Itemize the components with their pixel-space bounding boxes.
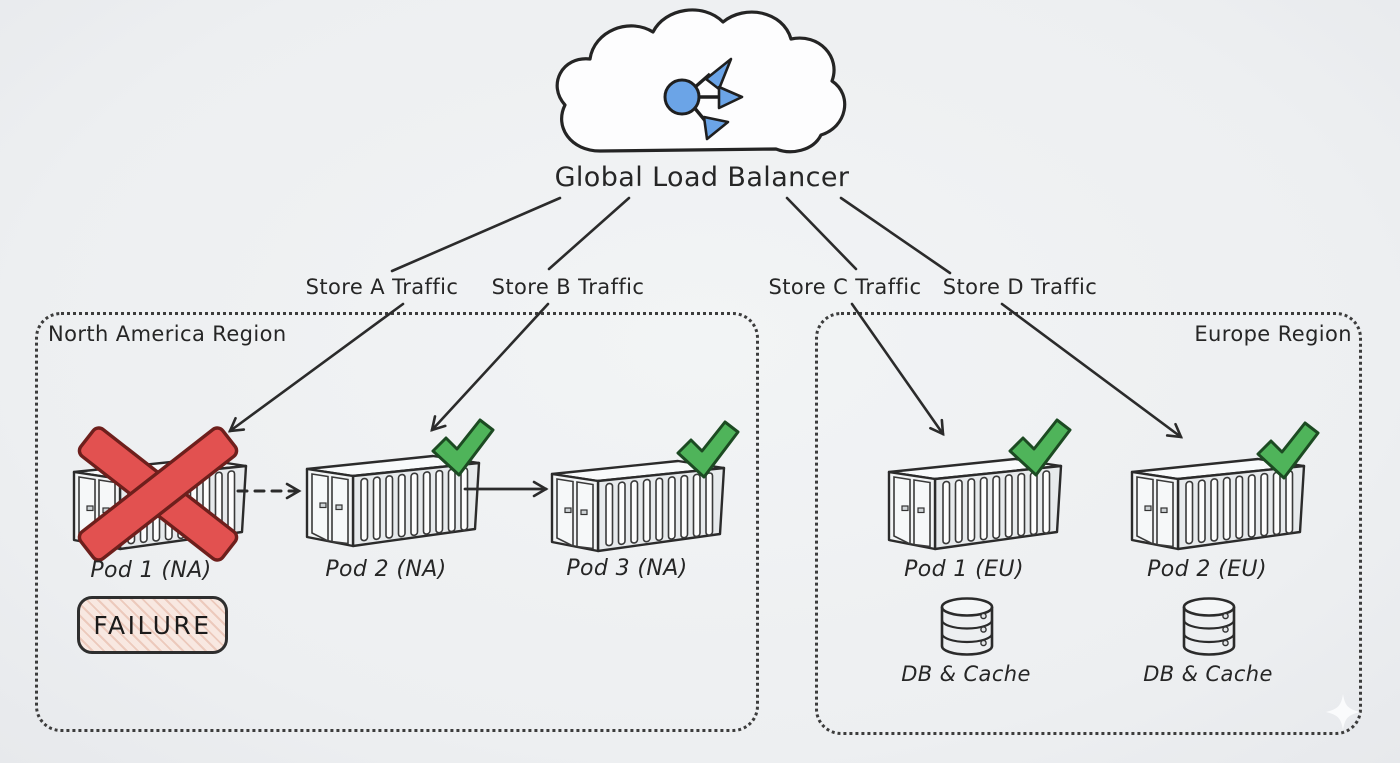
glb-line-store-c xyxy=(785,196,858,271)
db-cache-label: DB & Cache xyxy=(1143,662,1273,686)
traffic-label-store-b: Store B Traffic xyxy=(491,275,645,299)
glb-line-store-d xyxy=(839,196,952,275)
region-name-north-america: North America Region xyxy=(48,322,287,346)
cloud-icon xyxy=(555,8,847,154)
load-balancer-icon xyxy=(663,57,744,141)
diagram-title: Global Load Balancer xyxy=(554,162,850,193)
pod-label: Pod 1 (EU) xyxy=(904,557,1024,582)
pod-label: Pod 2 (EU) xyxy=(1147,557,1267,582)
pod-label: Pod 1 (NA) xyxy=(90,558,212,583)
traffic-label-store-d: Store D Traffic xyxy=(942,275,1098,299)
db-cache-label: DB & Cache xyxy=(901,662,1031,686)
pod-label: Pod 2 (NA) xyxy=(325,557,447,582)
region-name-europe: Europe Region xyxy=(1194,322,1352,346)
traffic-label-store-c: Store C Traffic xyxy=(768,275,922,299)
pod-label: Pod 3 (NA) xyxy=(566,556,688,581)
traffic-label-store-a: Store A Traffic xyxy=(305,275,459,299)
glb-line-store-b xyxy=(547,196,631,271)
glb-line-store-a xyxy=(390,196,562,273)
region-box-north-america xyxy=(35,312,759,732)
region-box-europe xyxy=(815,312,1362,735)
failure-status-badge: FAILURE xyxy=(77,596,228,654)
